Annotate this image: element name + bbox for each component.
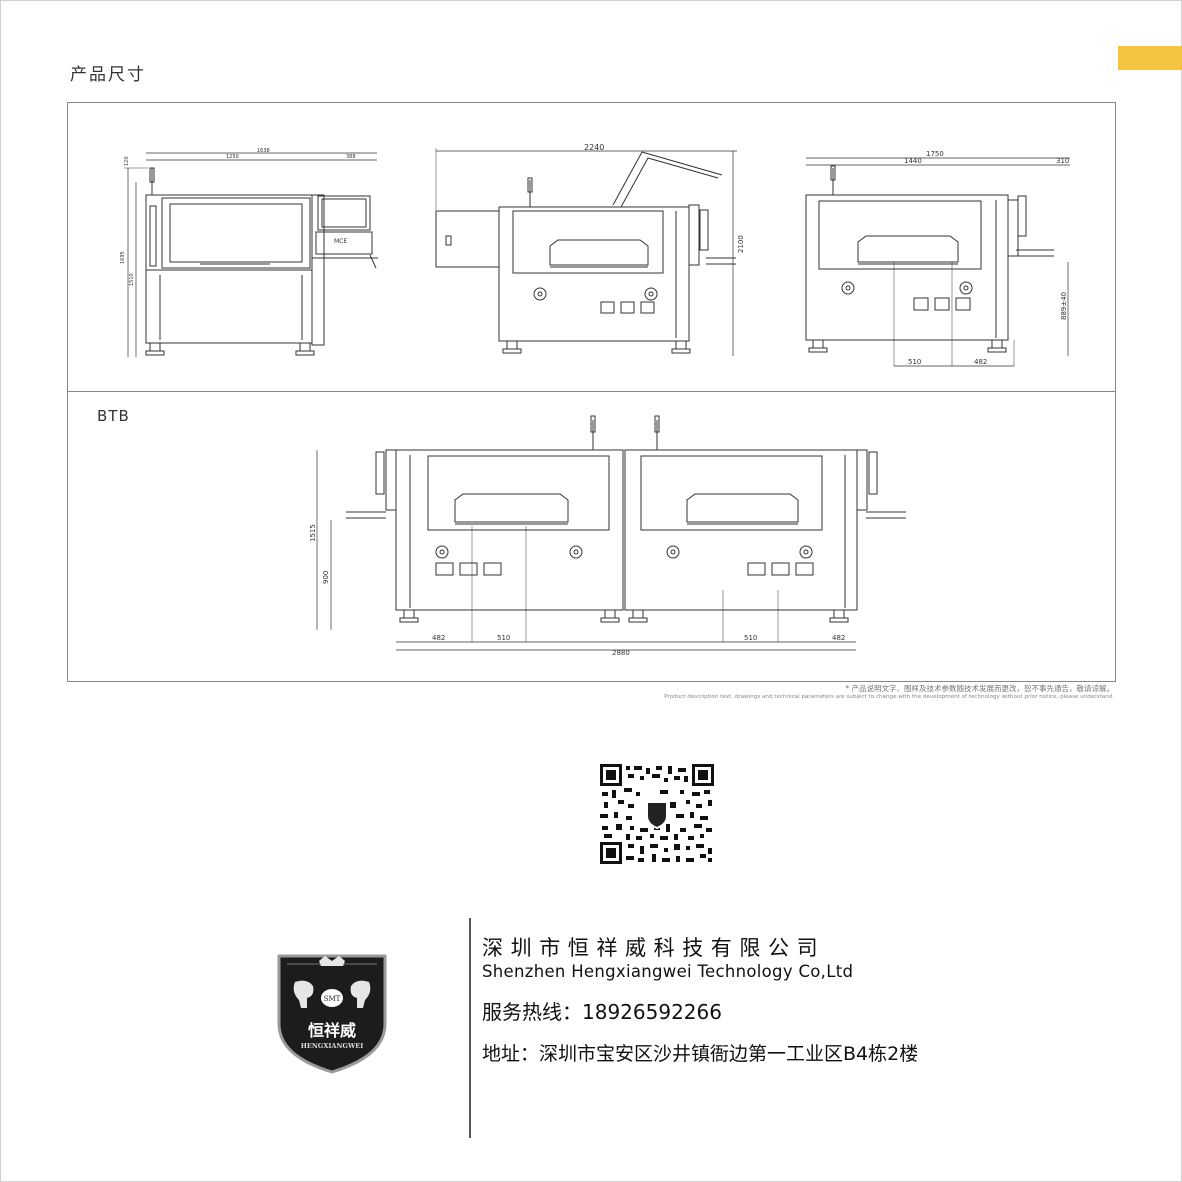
dim-side2-889: 889±40 (1060, 292, 1068, 320)
dim-side2-310: 310 (1056, 157, 1069, 165)
frame-divider (67, 391, 1115, 392)
dim-side-2240: 2240 (584, 143, 604, 152)
company-name-cn: 深圳市恒祥威科技有限公司 (482, 936, 826, 960)
dim-side2-1440: 1440 (904, 157, 922, 165)
dim-side-2100: 2100 (737, 235, 745, 253)
qr-code-icon (600, 764, 714, 864)
page-tab-marker (1118, 46, 1182, 70)
dim-front-388: 388 (346, 154, 356, 160)
service-hotline: 服务热线：18926592266 (482, 1000, 722, 1024)
side-view-2-drawing (805, 157, 1070, 367)
company-shield-logo: SMT 恒祥威 HENGXIANGWEI (277, 954, 387, 1074)
dimension-drawing-frame (67, 102, 1116, 682)
dim-front-1510: 1510 (129, 273, 135, 286)
side-view-drawing (435, 148, 737, 356)
front-view-drawing: MCE (124, 152, 378, 357)
vertical-divider (469, 918, 471, 1138)
dim-side2-1750: 1750 (926, 150, 944, 158)
dim-front-1250: 1250 (226, 154, 239, 160)
dim-btb-510-right: 510 (744, 634, 757, 642)
svg-text:恒祥威: 恒祥威 (308, 1021, 356, 1040)
section-title: 产品尺寸 (68, 65, 148, 86)
dim-btb-900: 900 (322, 571, 330, 584)
company-address: 地址：深圳市宝安区沙井镇衙边第一工业区B4栋2楼 (482, 1043, 919, 1065)
dim-btb-510-left: 510 (497, 634, 510, 642)
dim-btb-482-right: 482 (832, 634, 845, 642)
dim-btb-482-left: 482 (432, 634, 445, 642)
svg-text:MCE: MCE (334, 238, 347, 245)
dim-side2-482: 482 (974, 358, 987, 366)
dim-front-1695: 1695 (120, 251, 126, 264)
disclaimer-en: Product description text, drawings and t… (664, 694, 1114, 700)
shield-logo-icon (646, 801, 668, 830)
company-name-en: Shenzhen Hengxiangwei Technology Co,Ltd (482, 962, 854, 981)
btb-view-drawing (316, 415, 906, 651)
dim-front-1638: 1638 (257, 148, 270, 154)
btb-label: BTB (97, 407, 130, 425)
svg-text:SMT: SMT (324, 995, 341, 1003)
dim-btb-2880: 2880 (612, 649, 630, 657)
dim-front-120: 120 (124, 156, 130, 166)
disclaimer-cn: * 产品说明文字、图样及技术参数随技术发展而更改，恕不事先通告，敬请谅解。 (845, 684, 1114, 693)
dim-side2-510: 510 (908, 358, 921, 366)
dim-btb-1515: 1515 (309, 524, 317, 542)
svg-text:HENGXIANGWEI: HENGXIANGWEI (301, 1042, 364, 1050)
